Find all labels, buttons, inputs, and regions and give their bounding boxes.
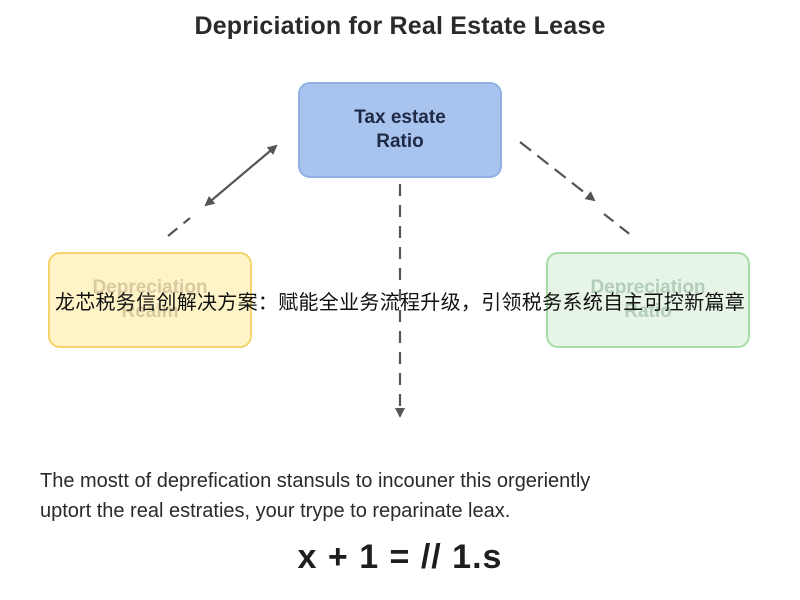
connector-left-arrow (204, 144, 278, 207)
connector-right-arrow (519, 141, 596, 202)
description-line-2: uptort the real estraties, your trype to… (40, 500, 511, 522)
diagram-title: Depriciation for Real Estate Lease (194, 12, 606, 40)
connector-left-dashed (167, 217, 191, 237)
node-tax-estate-ratio: Tax estate Ratio (298, 82, 502, 178)
description-paragraph: The mostt of deprefication stansuls to i… (40, 466, 770, 526)
node-label-line-1: Depreciation (590, 277, 706, 298)
node-label-line-2: Ratio (624, 301, 672, 322)
formula-text: x + 1 = // 1.s (297, 538, 503, 576)
description-line-1: The mostt of deprefication stansuls to i… (40, 470, 591, 492)
node-label-line-1: Tax estate (354, 107, 446, 128)
connector-right-dashed (603, 213, 633, 237)
node-label-line-1: Depreciation (92, 277, 208, 298)
overlay-banner-text: 龙芯税务信创解决方案：赋能全业务流程升级，引领税务系统自主可控新篇章 (54, 290, 746, 314)
node-label-line-2: Realm (121, 301, 179, 322)
node-depreciation-realm: Depreciation Realm (48, 252, 252, 348)
node-depreciation-ratio: Depreciation Ratio (546, 252, 750, 348)
node-label-line-2: Ratio (376, 131, 424, 152)
